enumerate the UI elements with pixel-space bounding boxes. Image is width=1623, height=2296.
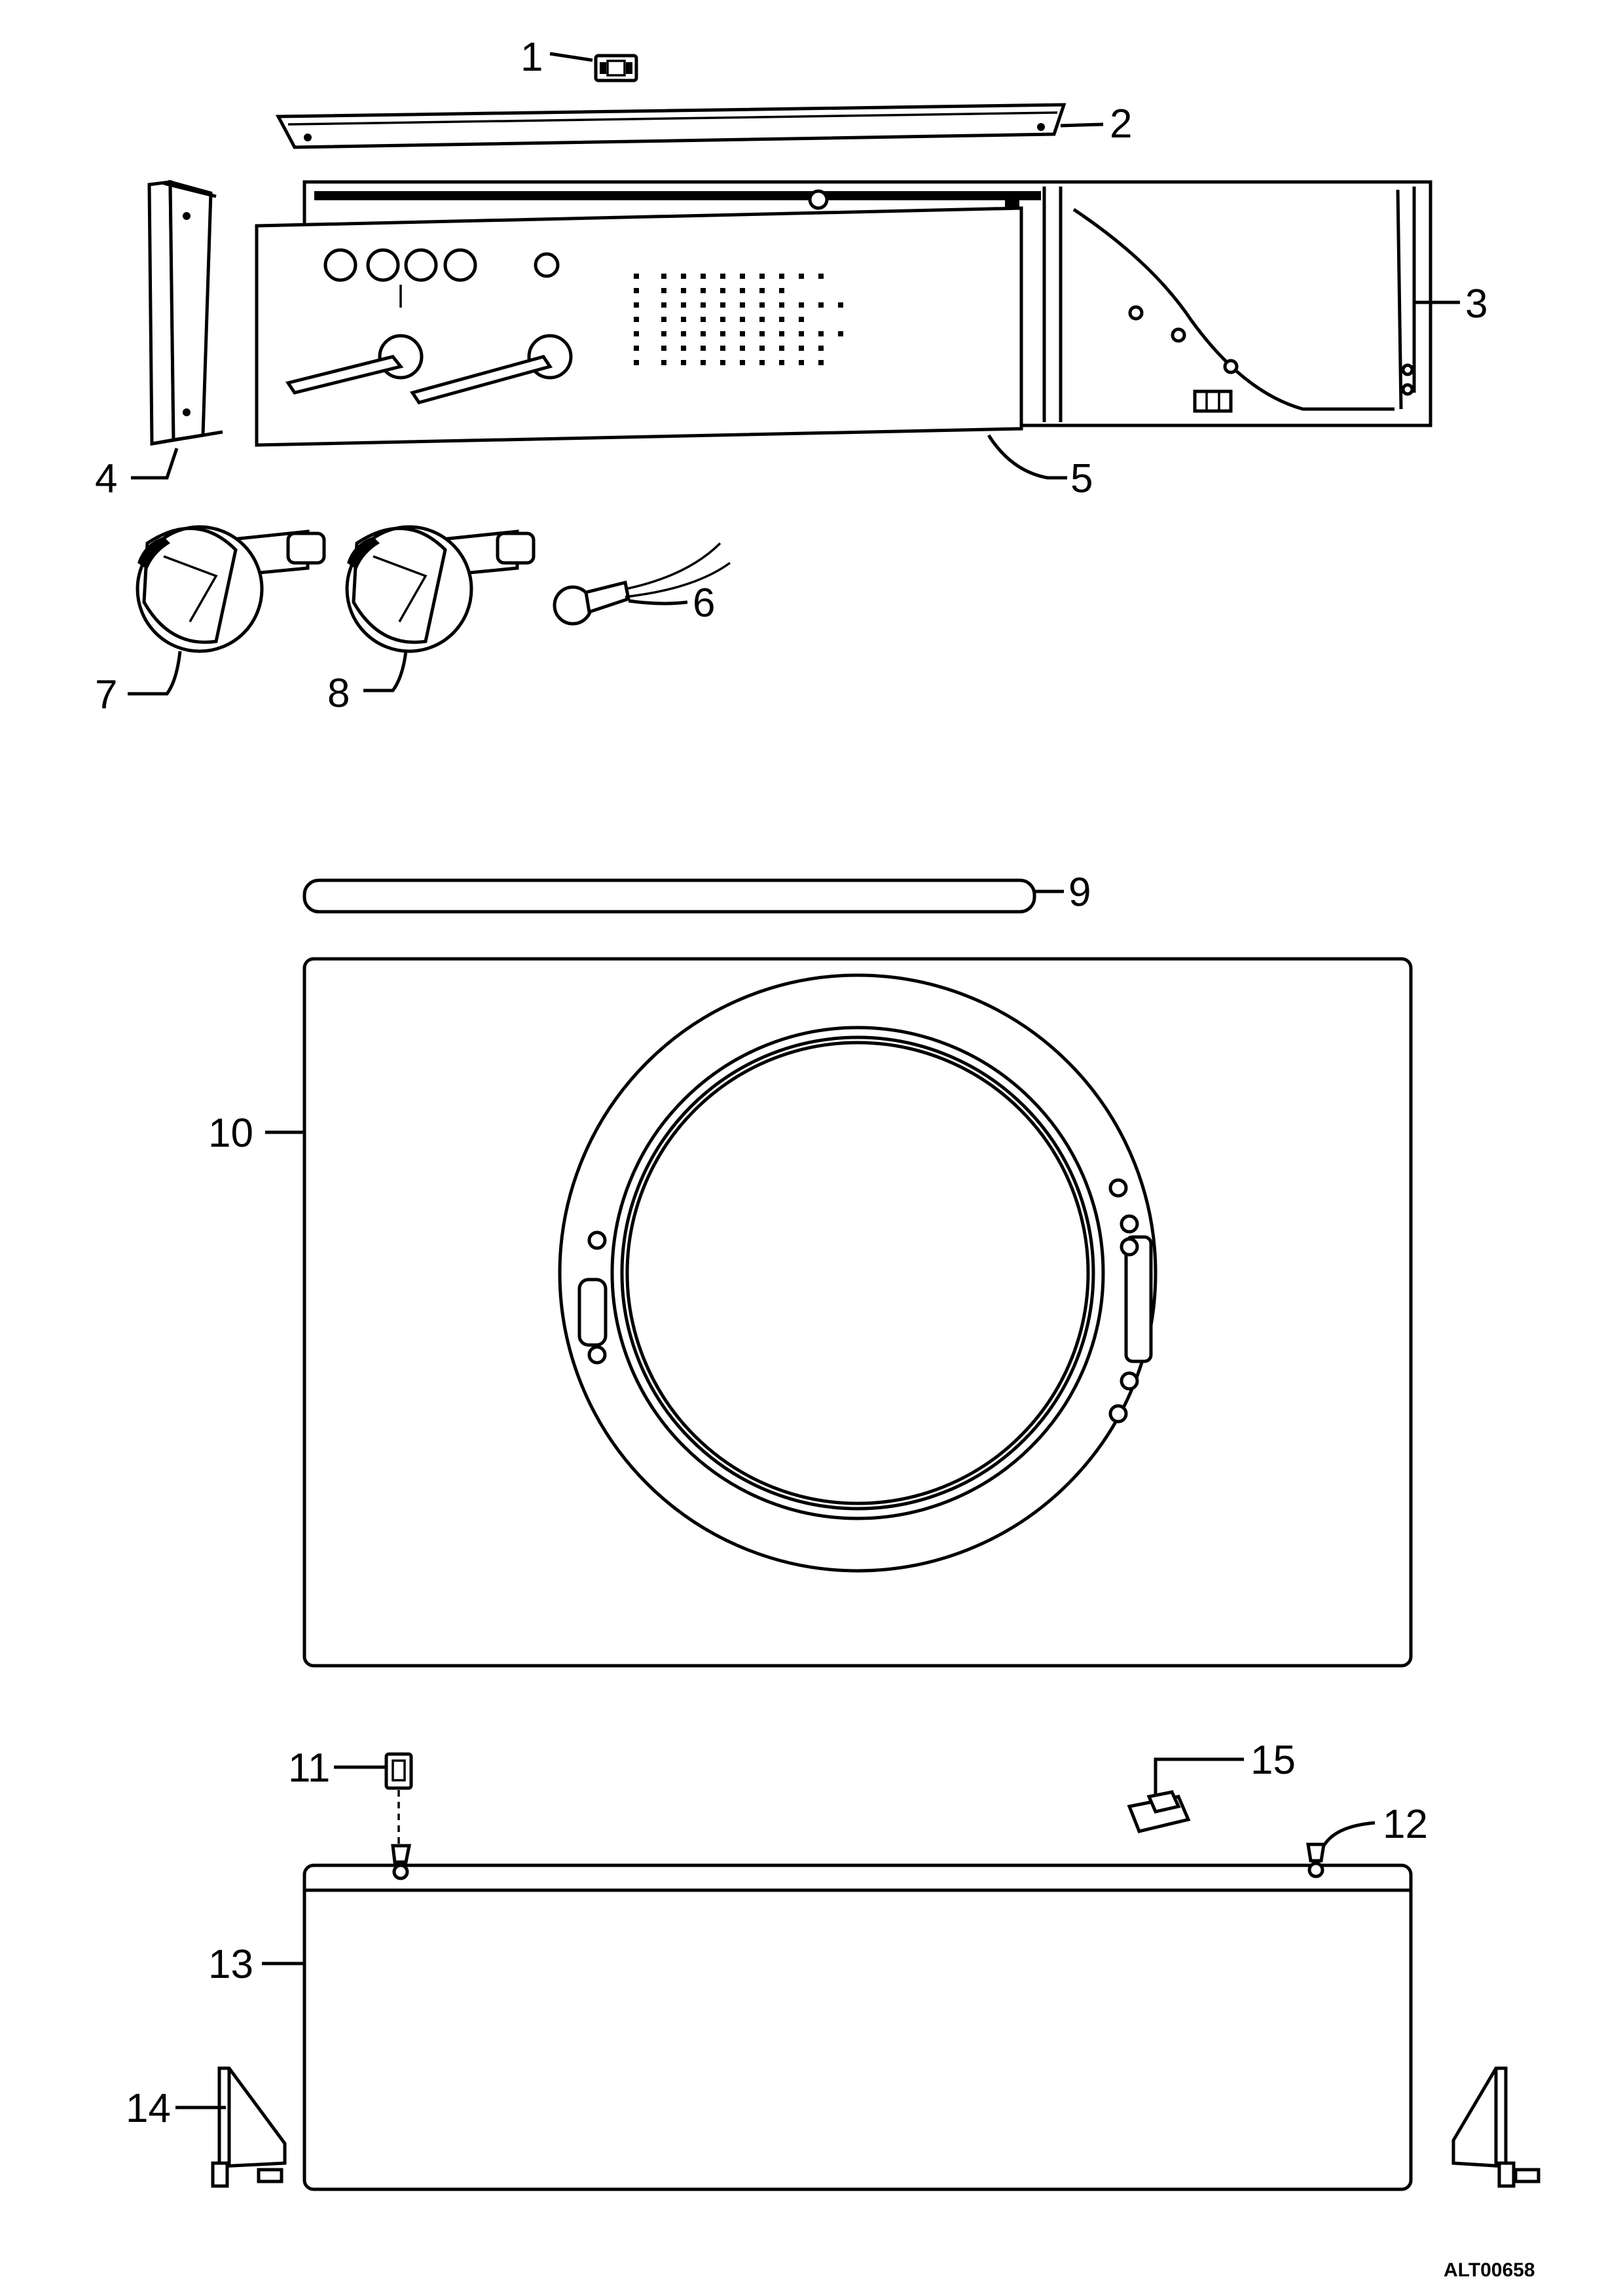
fascia-indicator-dots bbox=[634, 274, 843, 365]
lower-panel-hook-left bbox=[391, 1844, 412, 1880]
callout-9: 9 bbox=[1068, 870, 1091, 915]
part-1-clip bbox=[594, 54, 638, 82]
part-15-pad bbox=[1127, 1790, 1191, 1833]
callout-13: 13 bbox=[208, 1942, 253, 1987]
part-14-bracket-right bbox=[1451, 2066, 1541, 2188]
part-8-knob bbox=[345, 525, 536, 653]
callout-14: 14 bbox=[126, 2086, 171, 2131]
part-12-hook bbox=[1306, 1842, 1326, 1878]
callout-4: 4 bbox=[95, 456, 117, 501]
callout-11: 11 bbox=[288, 1746, 330, 1791]
callout-3: 3 bbox=[1465, 281, 1487, 327]
callout-2: 2 bbox=[1110, 101, 1132, 147]
part-4-side-bracket bbox=[147, 179, 223, 446]
part-9-strip bbox=[302, 878, 1036, 914]
callout-15: 15 bbox=[1250, 1738, 1296, 1783]
part-6-indicator-lamp bbox=[553, 542, 731, 626]
callout-1: 1 bbox=[520, 35, 543, 80]
callout-labels: 1 2 3 4 5 6 7 8 9 10 11 12 13 14 15 bbox=[95, 35, 1487, 2131]
callout-7: 7 bbox=[95, 672, 117, 717]
part-5-fascia bbox=[255, 206, 1023, 447]
part-2-top-trim bbox=[275, 103, 1067, 149]
part-14-bracket-left bbox=[211, 2066, 287, 2188]
callout-10: 10 bbox=[208, 1111, 253, 1156]
part-10-front-panel bbox=[302, 957, 1413, 1668]
callout-5: 5 bbox=[1070, 456, 1093, 501]
callout-8: 8 bbox=[327, 671, 350, 716]
part-11-clip bbox=[384, 1752, 413, 1846]
drawing-code: ALT00658 bbox=[1444, 2259, 1535, 2281]
leader-lines bbox=[128, 52, 1460, 2109]
callout-12: 12 bbox=[1383, 1802, 1428, 1847]
part-7-knob bbox=[136, 525, 326, 653]
part-13-lower-panel bbox=[302, 1842, 1413, 2191]
callout-6: 6 bbox=[693, 581, 715, 626]
